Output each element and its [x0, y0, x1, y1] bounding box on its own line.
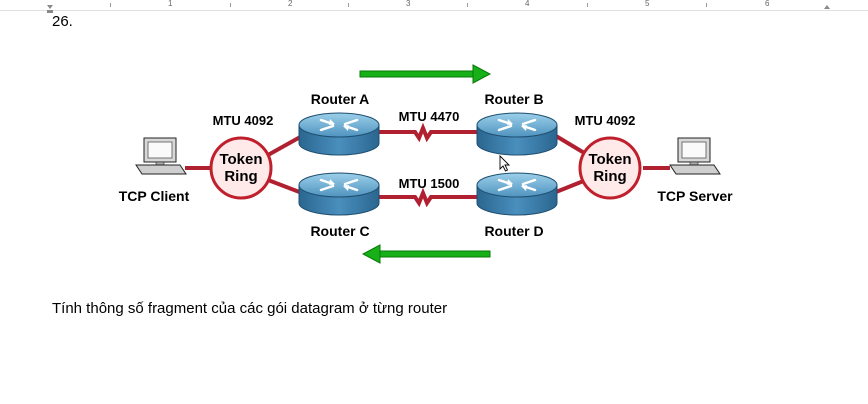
tcp-client-label: TCP Client	[119, 188, 190, 204]
token-ring-label: Token	[588, 151, 631, 168]
router-b-label: Router B	[484, 91, 543, 107]
question-number: 26.	[52, 13, 73, 30]
router-d-label: Router D	[484, 223, 543, 239]
network-links	[185, 122, 670, 208]
ruler-label: 4	[525, 0, 530, 8]
token-ring-left: Token Ring	[209, 136, 273, 200]
ruler-label: 6	[765, 0, 770, 8]
tcp-server-computer-icon	[669, 137, 721, 175]
router-c-icon	[297, 171, 381, 217]
mtu-top-label: MTU 4470	[399, 109, 460, 124]
router-a-label: Router A	[311, 91, 370, 107]
token-ring-label: Token	[219, 151, 262, 168]
right-indent-marker[interactable]	[824, 0, 830, 9]
ruler-tick	[467, 3, 468, 7]
tcp-server-label: TCP Server	[657, 188, 733, 204]
mtu-left-label: MTU 4092	[213, 113, 274, 128]
left-indent-marker[interactable]	[47, 0, 53, 13]
ruler-label: 2	[288, 0, 293, 8]
token-ring-right: Token Ring	[578, 136, 642, 200]
token-ring-label: Ring	[224, 168, 257, 185]
ruler-tick	[706, 3, 707, 7]
ruler-label: 1	[168, 0, 173, 8]
router-d-icon	[475, 171, 559, 217]
mtu-bottom-label: MTU 1500	[399, 176, 460, 191]
token-ring-label: Ring	[593, 168, 626, 185]
tcp-client-computer-icon	[135, 137, 187, 175]
arrow-right-icon	[359, 64, 492, 84]
ruler-label: 5	[645, 0, 650, 8]
ruler-tick	[587, 3, 588, 7]
router-c-label: Router C	[310, 223, 369, 239]
mtu-right-label: MTU 4092	[575, 113, 636, 128]
ruler-tick	[110, 3, 111, 7]
ruler-tick	[230, 3, 231, 7]
router-a-icon	[297, 111, 381, 157]
mouse-cursor-icon	[499, 154, 511, 172]
instruction-text: Tính thông số fragment của các gói datag…	[52, 300, 448, 317]
network-diagram: Token Ring Token Ring Router A Router B …	[119, 64, 733, 264]
router-b-icon	[475, 111, 559, 157]
document-ruler[interactable]: 1 2 3 4 5 6	[0, 0, 868, 13]
ruler-tick	[348, 3, 349, 7]
arrow-left-icon	[361, 244, 491, 264]
ruler-label: 3	[406, 0, 411, 8]
